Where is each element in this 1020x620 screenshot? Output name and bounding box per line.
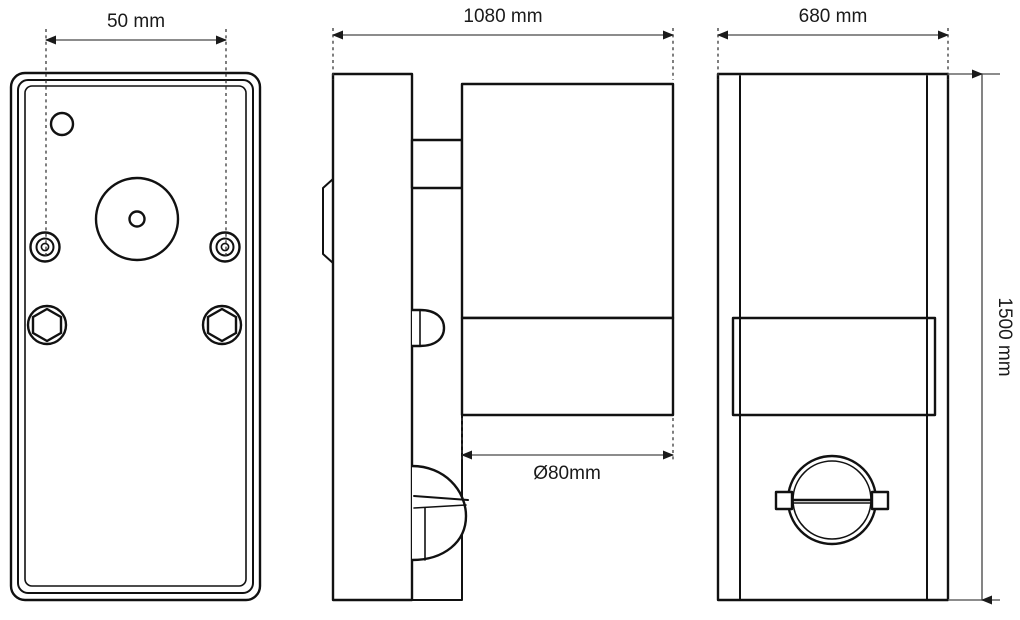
back-plate-inner-outline — [24, 85, 247, 587]
front-sensor-dome — [774, 454, 890, 546]
hex-bolt-right — [201, 304, 243, 346]
hex-bolt-left — [26, 304, 68, 346]
side-neck-upper — [410, 138, 464, 190]
back-plate-outer-outline — [9, 71, 262, 602]
side-body-upper — [460, 82, 675, 320]
side-sensor-dome-band-top — [413, 495, 469, 501]
vent-hole-icon — [49, 111, 75, 137]
side-wall-plate — [331, 72, 414, 602]
front-view: 680 mm 1500 mm — [716, 6, 1015, 605]
dimension-label-1080mm: 1080 mm — [463, 6, 542, 27]
side-view: 1080 mm Ø80mm — [322, 6, 675, 602]
central-boss-inner-hole — [128, 210, 146, 228]
front-joint-band — [731, 316, 937, 417]
side-small-dome — [412, 308, 446, 348]
side-sensor-dome — [411, 464, 468, 562]
side-body-lower — [460, 316, 675, 417]
dimension-label-50mm: 50 mm — [107, 11, 165, 32]
dimension-label-680mm: 680 mm — [799, 6, 868, 27]
screw-hole-right — [209, 231, 241, 263]
side-wall-plate-tab — [322, 178, 334, 264]
back-plate-mid-outline — [17, 79, 254, 594]
front-body-outline — [716, 72, 950, 602]
central-boss-outer-circle — [94, 176, 180, 262]
side-sensor-dome-band-bottom — [413, 504, 467, 509]
dimension-label-dia80mm: Ø80mm — [533, 463, 601, 484]
screw-hole-left — [29, 231, 61, 263]
dimension-label-1500mm: 1500 mm — [994, 297, 1015, 376]
back-plate-view: 50 mm — [9, 11, 262, 602]
